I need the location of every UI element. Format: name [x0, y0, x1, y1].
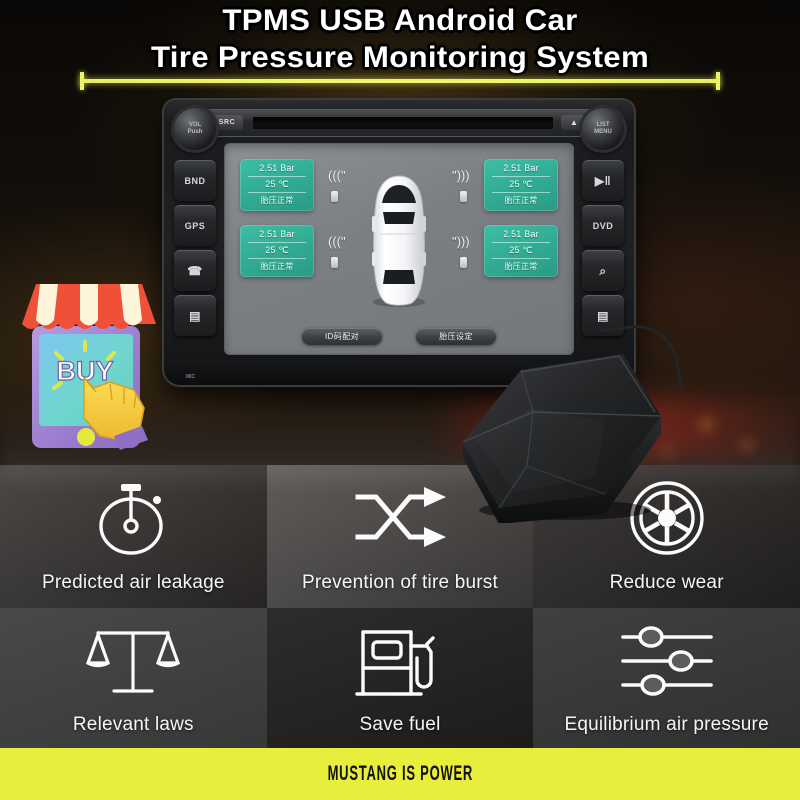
car-top-view-icon [372, 175, 426, 307]
feature-cell-relevant-laws: Relevant laws [0, 607, 267, 750]
tire-status-label: 胎压正常 [504, 262, 538, 271]
bokeh-light [663, 447, 672, 456]
feature-label: Save fuel [359, 714, 441, 735]
id-pairing-button[interactable]: ID码配对 [302, 328, 382, 345]
feature-grid: Predicted air leakage Prevention of tire… [0, 465, 800, 750]
buy-badge[interactable]: BUY [14, 268, 164, 453]
feature-label: Prevention of tire burst [302, 571, 498, 593]
shuffle-arrows-icon [267, 465, 534, 572]
tire-pressure-value: 2.51 Bar [248, 227, 306, 243]
headline-line-2: Tire Pressure Monitoring System [150, 41, 650, 74]
pressure-setting-button[interactable]: 胎压设定 [416, 328, 496, 345]
fuel-pump-icon [267, 608, 534, 715]
tire-pressure-value: 2.51 Bar [492, 227, 550, 243]
tire-sensor-icon [460, 191, 467, 202]
tire-status-label: 胎压正常 [260, 196, 294, 205]
tire-temperature-value: 25 ℃ [492, 177, 550, 193]
signal-arc-icon: (((" [452, 234, 470, 249]
wheel-rim-icon [533, 465, 800, 572]
microphone-label: MIC [186, 374, 196, 380]
feature-cell-predicted-air-leakage: Predicted air leakage [0, 465, 267, 608]
feature-label: Predicted air leakage [41, 571, 225, 593]
tpms-sensor-module [455, 319, 683, 524]
phone-hangup-icon[interactable]: ⌕ [582, 250, 624, 291]
tire-card-front-left[interactable]: 2.51 Bar 25 ℃ 胎压正常 [240, 159, 314, 211]
tire-temperature-value: 25 ℃ [492, 243, 550, 259]
stopwatch-icon [0, 465, 267, 572]
tire-status-label: 胎压正常 [504, 196, 538, 205]
tire-pressure-value: 2.51 Bar [492, 161, 550, 177]
signal-arc-icon: (((" [328, 168, 346, 183]
pointing-hand-icon [83, 377, 148, 450]
tire-pressure-value: 2.51 Bar [248, 161, 306, 177]
cd-slot [253, 117, 553, 129]
feature-label: Reduce wear [609, 571, 724, 593]
eject-button[interactable]: ▲ [561, 115, 587, 130]
tpms-display-screen[interactable]: 2.51 Bar 25 ℃ 胎压正常 2.51 Bar 25 ℃ 胎压正常 2.… [224, 143, 574, 355]
feature-label: Relevant laws [72, 714, 194, 735]
tire-card-rear-right[interactable]: 2.51 Bar 25 ℃ 胎压正常 [484, 225, 558, 277]
dvd-button[interactable]: DVD [582, 205, 624, 246]
sensor-module-body [462, 354, 662, 524]
feature-cell-save-fuel: Save fuel [266, 607, 534, 750]
footer-banner: MUSTANG IS POWER [0, 748, 800, 800]
tire-card-rear-left[interactable]: 2.51 Bar 25 ℃ 胎压正常 [240, 225, 314, 277]
bokeh-light [742, 440, 752, 450]
balance-scales-icon [0, 608, 267, 715]
tire-temperature-value: 25 ℃ [248, 243, 306, 259]
tire-temperature-value: 25 ℃ [248, 177, 306, 193]
tire-status-label: 胎压正常 [260, 262, 294, 271]
tire-sensor-icon [460, 257, 467, 268]
tire-sensor-icon [331, 257, 338, 268]
tire-card-front-right[interactable]: 2.51 Bar 25 ℃ 胎压正常 [484, 159, 558, 211]
gps-button[interactable]: GPS [174, 205, 216, 246]
headline-underline [80, 72, 720, 90]
feature-cell-equilibrium-air-pressure: Equilibrium air pressure [533, 607, 800, 750]
tire-sensor-icon [331, 191, 338, 202]
src-button[interactable]: SRC [211, 115, 243, 130]
feature-label: Equilibrium air pressure [564, 714, 769, 735]
brand-slogan: MUSTANG IS POWER [327, 762, 473, 785]
band-button[interactable]: BND [174, 160, 216, 201]
exit-card-icon[interactable]: ▤ [582, 295, 624, 336]
left-button-column: BND GPS ☎ ▤ [174, 160, 216, 336]
signal-arc-icon: (((" [452, 168, 470, 183]
sliders-icon [533, 608, 800, 715]
signal-arc-icon: (((" [328, 234, 346, 249]
av-card-icon[interactable]: ▤ [174, 295, 216, 336]
play-pause-icon[interactable]: ▶‖ [582, 160, 624, 201]
head-unit-top-bar: SRC ▲ [204, 109, 594, 137]
headline-line-1: TPMS USB Android Car [222, 4, 578, 37]
right-button-column: ▶‖ DVD ⌕ ▤ [582, 160, 624, 336]
headline: TPMS USB Android Car Tire Pressure Monit… [0, 2, 800, 76]
phone-call-icon[interactable]: ☎ [174, 250, 216, 291]
bokeh-light [700, 418, 713, 431]
